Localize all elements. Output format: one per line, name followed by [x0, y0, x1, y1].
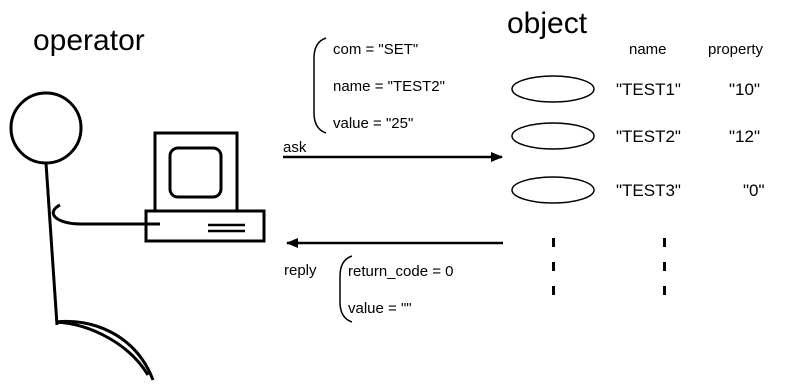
- object-title: object: [507, 7, 588, 40]
- continuation-dots: [552, 238, 666, 295]
- operator-leg: [55, 319, 155, 381]
- object-ellipse: [511, 122, 595, 150]
- operator-label: operator: [33, 24, 145, 57]
- object-name: "TEST1": [616, 80, 681, 99]
- column-header-property: property: [708, 41, 764, 58]
- computer-icon: [144, 131, 266, 243]
- computer-base: [144, 209, 266, 243]
- operator-arm: [51, 203, 160, 226]
- object-name: "TEST2": [616, 127, 681, 146]
- ask-param-com: com = "SET": [333, 41, 418, 58]
- operator-head: [9, 91, 83, 165]
- object-property: "0": [743, 181, 765, 200]
- reply-label: reply: [284, 262, 317, 279]
- ask-brace: [313, 37, 327, 134]
- operator-leg: [55, 320, 150, 376]
- object-ellipse: [511, 176, 595, 204]
- object-property: "10": [729, 80, 760, 99]
- computer-monitor: [153, 131, 239, 213]
- ask-param-name: name = "TEST2": [333, 78, 445, 95]
- reply-param-return-code: return_code = 0: [348, 263, 454, 280]
- computer-screen: [168, 146, 223, 199]
- operator-figure: [9, 91, 160, 381]
- object-ellipse: [511, 75, 595, 103]
- reply-brace: [339, 255, 353, 323]
- reply-param-value: value = "": [348, 300, 412, 317]
- ask-label: ask: [283, 139, 307, 156]
- object-property: "12": [729, 127, 760, 146]
- column-header-name: name: [629, 41, 667, 58]
- object-name: "TEST3": [616, 181, 681, 200]
- ask-param-value: value = "25": [333, 115, 413, 132]
- operator-body: [44, 162, 59, 326]
